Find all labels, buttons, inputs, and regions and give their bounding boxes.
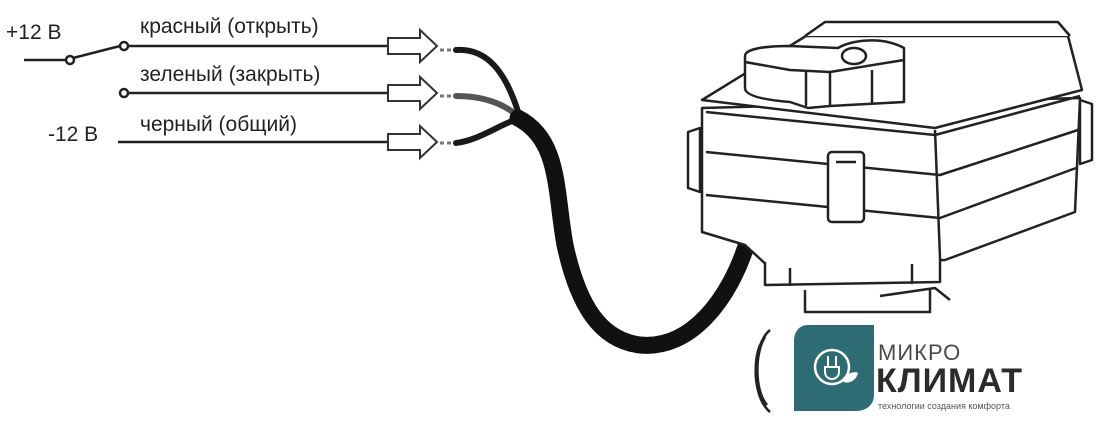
wire-tips: [440, 48, 456, 145]
logo-text-line1: МИКРО: [878, 340, 962, 365]
actuator-illustration: [686, 20, 1094, 314]
wiring-lines: [24, 44, 388, 144]
logo-text-line2: КЛИМАТ: [876, 362, 1023, 400]
label-plus-12v: +12 В: [6, 21, 62, 44]
switch-contacts: [64, 40, 130, 99]
pipe-fitting: [754, 329, 771, 413]
connector-arrows: [387, 27, 439, 161]
wires: [453, 46, 523, 146]
label-minus-12v: -12 В: [48, 123, 99, 146]
label-green-wire: зеленый (закрыть): [140, 63, 321, 86]
main-cable: [509, 109, 757, 354]
label-red-wire: красный (открыть): [140, 15, 319, 38]
logo-badge-icon: [794, 325, 874, 411]
label-black-wire: черный (общий): [140, 113, 297, 136]
logo-tagline: технологии создания комфорта: [878, 401, 1010, 411]
